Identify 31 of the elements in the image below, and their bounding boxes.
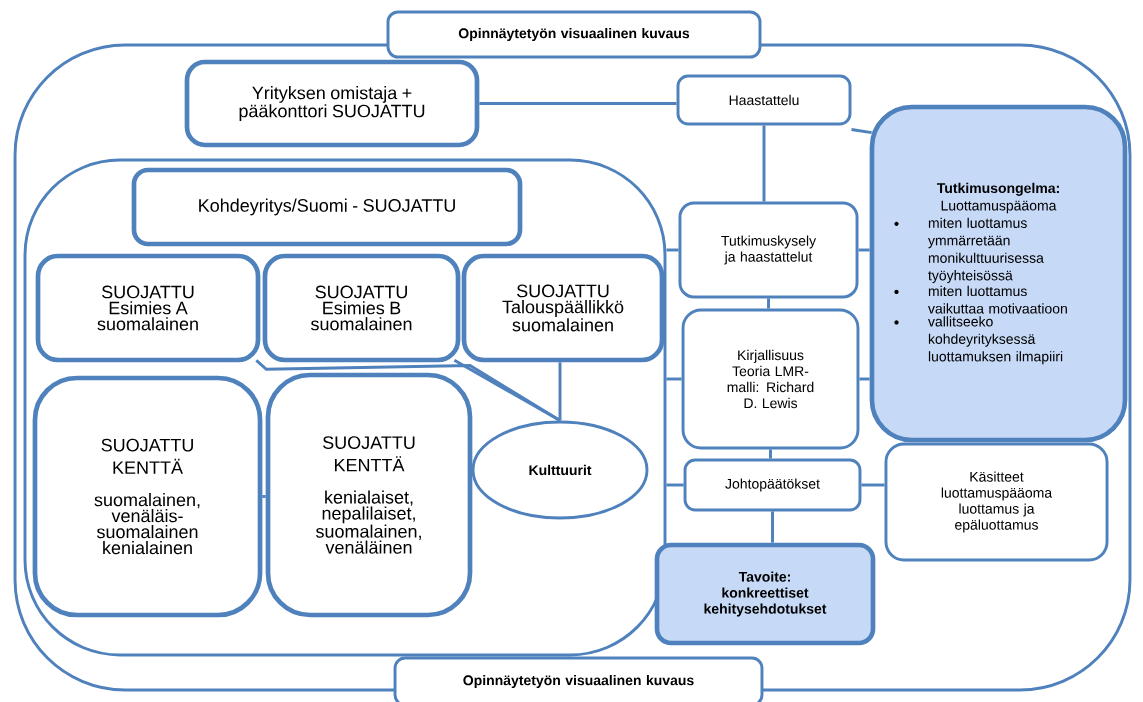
process-box: Johtopäätökset <box>683 458 862 512</box>
process-box: Haastattelu <box>676 74 852 126</box>
title-box: Opinnäytetyön visuaalinen kuvaus <box>386 10 762 59</box>
title-box: Opinnäytetyön visuaalinen kuvaus <box>393 656 764 702</box>
process-box: Yrityksen omistaja + pääkonttori SUOJATTU <box>184 59 480 148</box>
connector-line <box>666 377 682 381</box>
connector-line <box>479 102 677 105</box>
process-box: SUOJATTU Talouspäällikkö suomalainen <box>461 253 665 363</box>
connector-line <box>861 483 885 487</box>
process-box: SUOJATTU Esimies A suomalainen <box>35 253 261 363</box>
connector-line <box>262 495 266 498</box>
process-box: Tutkimuskysely ja haastattelut <box>678 201 859 299</box>
connector-line <box>762 125 766 202</box>
connector-line <box>851 128 872 135</box>
connector-line <box>858 248 870 252</box>
connector-line <box>666 483 684 487</box>
connector-line <box>767 298 770 309</box>
goal-box: Tavoite: konkreettiset kehitysehdotukset <box>654 542 876 646</box>
connector-line <box>769 449 772 459</box>
connector-line <box>771 511 774 543</box>
process-box: Kirjallisuus Teoria LMR-malli: Richard D. Lewis <box>681 308 860 450</box>
process-box: SUOJATTU KENTTÄ kenialaiset, nepalilaiset, suomalainen, venäläinen <box>265 372 473 618</box>
connector-line <box>859 377 870 381</box>
process-box: Kohdeyritys/Suomi - SUOJATTU <box>131 167 523 247</box>
connector-line <box>453 359 561 422</box>
process-box: SUOJATTU Esimies B suomalainen <box>262 253 461 363</box>
process-box: Käsitteet luottamuspääoma luottamus ja epäluottamus <box>884 442 1109 562</box>
connector-line <box>558 362 562 421</box>
connector-line <box>666 248 679 252</box>
process-box: SUOJATTU KENTTÄ suomalainen, venäläis-suomalainen kenialainen <box>32 375 263 618</box>
problem-box: Tutkimusongelma: Luottamuspääoma miten luottamus ymmärretään monikulttuurisessa työyhteisössä miten luottamus vaikuttaa motivaatioon vallitseeko kohdeyrityksessä luottamuksen ilmapiiri <box>869 104 1128 443</box>
